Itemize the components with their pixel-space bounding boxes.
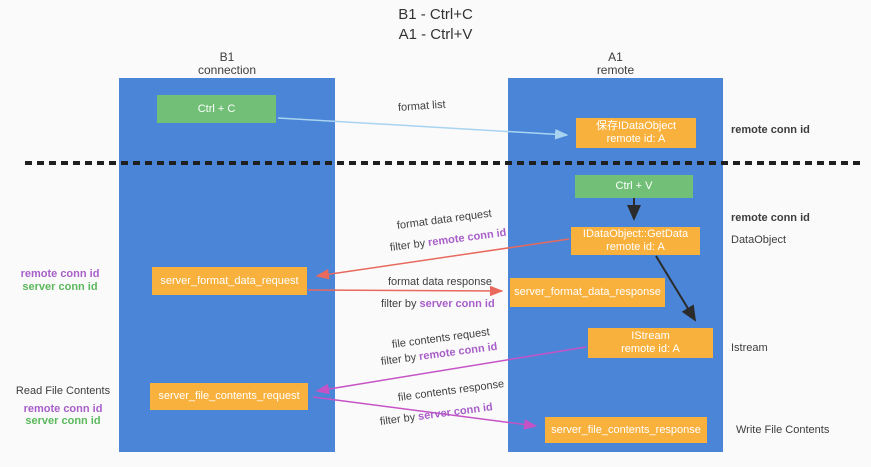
- server-conn-id-key: server conn id: [419, 298, 495, 310]
- filter-by-remote-conn-id-label-1: filter byremote conn id: [389, 227, 507, 254]
- left-server-conn-id-2: server conn id: [25, 415, 101, 427]
- lane-a1-name: A1: [608, 50, 623, 64]
- ctrl-v-box: Ctrl + V: [575, 175, 693, 198]
- phase-separator-dashed-line: [25, 161, 860, 165]
- title-line-1: B1 - Ctrl+C: [398, 6, 473, 23]
- istream-line1: IStream: [631, 330, 670, 342]
- lane-header-a1: A1 remote: [508, 51, 723, 77]
- right-remote-conn-id-1: remote conn id: [731, 124, 810, 136]
- lane-a1-role: remote: [596, 63, 635, 77]
- istream-side-label: Istream: [731, 342, 768, 354]
- lane-b1-role: connection: [197, 63, 257, 77]
- dataobject-label: DataObject: [731, 234, 787, 246]
- read-file-contents-label: Read File Contents: [15, 385, 111, 397]
- left-conn-id-block-1: remote conn id server conn id: [10, 268, 110, 293]
- left-read-file-block: Read File Contents remote conn id server…: [8, 385, 118, 428]
- title-line-2: A1 - Ctrl+V: [398, 26, 473, 43]
- left-remote-conn-id-2: remote conn id: [23, 402, 103, 415]
- filter-by-text: filter by: [379, 411, 416, 428]
- lane-b1-name: B1: [219, 50, 235, 64]
- remote-conn-id-key: remote conn id: [427, 226, 508, 249]
- server-file-contents-request-box: server_file_contents_request: [150, 383, 308, 410]
- server-format-data-response-label: server_format_data_response: [514, 286, 661, 298]
- idataobject-getdata-box: IDataObject::GetData remote id: A: [571, 227, 700, 255]
- left-server-conn-id-1: server conn id: [22, 280, 98, 293]
- server-format-data-request-box: server_format_data_request: [152, 267, 307, 295]
- write-file-contents-label: Write File Contents: [736, 424, 830, 436]
- save-idataobject-line1: 保存IDataObject: [595, 120, 677, 132]
- ctrl-c-box: Ctrl + C: [157, 95, 276, 123]
- istream-line2: remote id: A: [621, 343, 680, 355]
- right-remote-conn-id-2: remote conn id: [731, 212, 810, 224]
- filter-by-server-conn-id-label-2: filter byserver conn id: [379, 401, 493, 428]
- filter-by-text: filter by: [381, 298, 417, 310]
- idataobject-getdata-line1: IDataObject::GetData: [582, 228, 689, 240]
- format-list-label: format list: [397, 98, 446, 114]
- filter-by-text: filter by: [380, 351, 417, 368]
- server-file-contents-response-box: server_file_contents_response: [545, 417, 707, 443]
- server-file-contents-response-label: server_file_contents_response: [551, 423, 701, 436]
- ctrl-c-label: Ctrl + C: [197, 102, 236, 115]
- save-idataobject-line2: remote id: A: [606, 133, 666, 145]
- arrow-format-data-response: [307, 285, 504, 297]
- format-data-request-label: format data request: [396, 207, 493, 232]
- istream-box: IStream remote id: A: [588, 328, 713, 358]
- file-contents-response-label: file contents response: [397, 378, 505, 404]
- server-format-data-request-label: server_format_data_request: [160, 274, 299, 287]
- ctrl-v-label: Ctrl + V: [615, 180, 653, 192]
- save-idataobject-box: 保存IDataObject remote id: A: [576, 118, 696, 148]
- filter-by-text: filter by: [389, 237, 426, 254]
- left-remote-conn-id-1: remote conn id: [20, 268, 100, 280]
- server-format-data-response-box: server_format_data_response: [510, 278, 665, 307]
- lane-header-b1: B1 connection: [119, 51, 335, 77]
- format-data-response-label: format data response: [388, 276, 492, 288]
- diagram-title: B1 - Ctrl+C A1 - Ctrl+V: [0, 5, 871, 45]
- server-file-contents-request-label: server_file_contents_request: [158, 390, 300, 402]
- idataobject-getdata-line2: remote id: A: [606, 241, 665, 253]
- server-conn-id-key: server conn id: [417, 401, 494, 423]
